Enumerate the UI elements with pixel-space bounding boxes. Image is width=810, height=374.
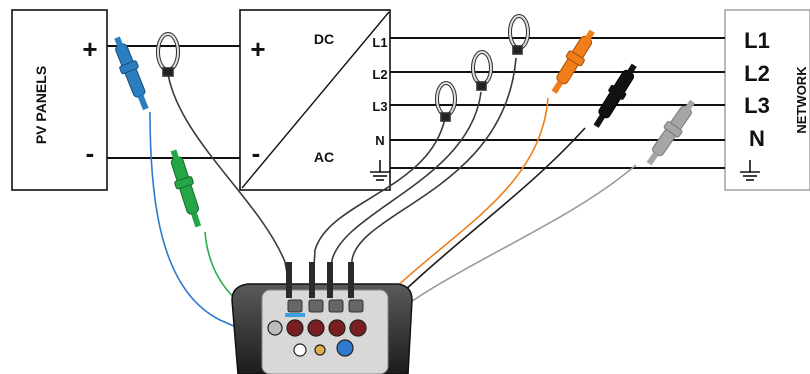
pv-panels-title: PV PANELS — [33, 66, 49, 144]
network-title: NETWORK — [794, 66, 809, 134]
network-line-l2: L2 — [744, 61, 770, 86]
cable-connectors — [286, 262, 354, 298]
inverter-diagonal — [241, 11, 390, 189]
clamp-input-sockets — [287, 299, 364, 313]
dc-clamp-cable — [167, 73, 293, 301]
l2-current-clamp-icon — [471, 50, 493, 91]
network-line-l3: L3 — [744, 93, 770, 118]
l2-clamp-cable — [329, 91, 482, 301]
voltage-input-sockets — [267, 319, 367, 357]
inverter-terminal-l3: L3 — [372, 99, 387, 114]
pv-minus-sign: - — [86, 138, 95, 168]
crocodile-clips — [114, 29, 696, 228]
bus-lines — [107, 37, 725, 169]
current-clamps — [156, 14, 530, 122]
network-ground-icon — [740, 160, 760, 181]
l3-current-clamp-icon — [435, 81, 457, 122]
power-analyzer-instrument — [231, 262, 413, 374]
inverter-terminal-l2: L2 — [372, 67, 387, 82]
pv-panels-box: PV PANELS + - — [11, 9, 108, 191]
dc-current-clamp-icon — [156, 32, 180, 77]
inverter-terminal-n: N — [375, 133, 384, 148]
l1-clamp-cable — [349, 57, 517, 301]
inverter-terminal-l1: L1 — [372, 35, 387, 50]
gray-clip-icon — [646, 99, 696, 166]
inverter-box: + - DC AC L1 L2 L3 N — [239, 9, 391, 191]
pv-plus-sign: + — [82, 34, 97, 64]
inverter-ground-icon — [370, 160, 390, 181]
l1-current-clamp-icon — [508, 14, 530, 55]
inverter-minus-sign: - — [252, 138, 261, 168]
network-line-n: N — [749, 126, 765, 151]
orange-clip-icon — [551, 29, 595, 94]
network-box: NETWORK L1 L2 L3 N — [724, 9, 810, 191]
inverter-plus-sign: + — [250, 34, 265, 64]
green-clip-icon — [170, 149, 202, 228]
network-line-l1: L1 — [744, 28, 770, 53]
black-clip-icon — [593, 63, 637, 128]
ac-label: AC — [314, 149, 334, 165]
dc-label: DC — [314, 31, 334, 47]
blue-clip-icon — [114, 36, 149, 111]
l3-clamp-cable — [311, 117, 446, 301]
